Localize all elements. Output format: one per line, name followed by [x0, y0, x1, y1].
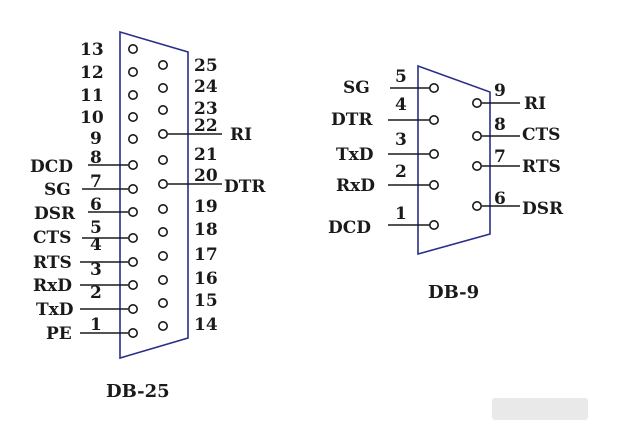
db25-pin-1 — [128, 303, 139, 314]
db25-signal-label: DSR — [34, 204, 76, 224]
db25-pin-number: 3 — [90, 260, 102, 280]
db25-shell — [119, 30, 189, 360]
db25-pin-number: 17 — [194, 245, 218, 265]
db25-pin-2 — [128, 279, 139, 290]
watermark-blur — [492, 398, 588, 420]
db9-pin-number: 9 — [494, 81, 506, 101]
db25-pin-7 — [128, 184, 139, 195]
db25-pin-number: 18 — [194, 220, 218, 240]
db25-pin-number: 23 — [194, 99, 218, 119]
db25-pin-number: 6 — [90, 195, 102, 215]
db25-pin-number: 5 — [90, 218, 102, 238]
db9-pin-number: 2 — [395, 162, 407, 182]
db25-caption: DB-25 — [106, 381, 170, 402]
db9-pin-number: 4 — [395, 95, 407, 115]
db25-top-row: 13 12 11 10 9 8 DCD 7 SG 6 DSR 5 4 CTS — [30, 40, 139, 344]
db9-pin-number: 8 — [494, 115, 506, 135]
db9-caption: DB-9 — [428, 282, 479, 303]
db9-pin-1 — [428, 220, 439, 231]
db9-pin-number: 6 — [494, 189, 506, 209]
db9-signal-label: DCD — [328, 218, 371, 238]
db25-pin-number: 24 — [194, 77, 218, 97]
db25-pin-25 — [158, 59, 169, 70]
db25-signal-label: SG — [44, 180, 71, 200]
db25-signal-label: RxD — [33, 276, 72, 296]
db25-pin-21 — [158, 155, 169, 166]
db9-pin-6 — [471, 201, 482, 212]
db25-pin-number: 15 — [194, 291, 218, 311]
db25-signal-label: TxD — [36, 300, 74, 320]
db25-pin-number: 8 — [90, 148, 102, 168]
db25-pin-number: 14 — [194, 315, 218, 335]
db25-signal-label: CTS — [33, 228, 71, 248]
db25-pin-11 — [128, 90, 139, 101]
db9-signal-label: RTS — [522, 157, 561, 177]
db25-pin-9 — [128, 134, 139, 145]
db9-pin-4 — [428, 115, 439, 126]
db25-signal-label: DCD — [30, 157, 73, 177]
db25-pin-number: 25 — [194, 56, 218, 76]
db25-pin-24 — [158, 83, 169, 94]
db9-signal-label: DSR — [522, 199, 564, 219]
db9-pin-2 — [428, 180, 439, 191]
db25-bottom-row: 25 24 23 22 RI 21 20 DTR 19 18 17 16 15 … — [158, 56, 266, 335]
db9-pin-8 — [471, 131, 482, 142]
db9-pin-5 — [428, 83, 439, 94]
db9-bottom-row: 9 RI 8 CTS 7 RTS 6 DSR — [471, 81, 564, 219]
db25-pin-16 — [158, 274, 169, 285]
db25-pin-number: 7 — [90, 172, 102, 192]
db25-pin-number: 21 — [194, 145, 218, 165]
db25-pin-15 — [158, 297, 169, 308]
db25-pin-number: 4 — [90, 235, 102, 255]
db9-signal-label: RI — [524, 94, 546, 114]
db9-signal-label: RxD — [336, 176, 375, 196]
db9-signal-label: CTS — [522, 125, 560, 145]
db25-pin-8 — [128, 160, 139, 171]
db25-pin-17 — [158, 251, 169, 262]
db25-pin-5 — [128, 233, 139, 244]
db25-pin-19 — [158, 204, 169, 215]
db25-pin-number: 12 — [80, 63, 104, 83]
db25-pin-12 — [128, 67, 139, 78]
db25-pin-14 — [158, 320, 169, 331]
db9-signal-label: SG — [343, 78, 370, 98]
db25-pin-pe — [128, 327, 139, 338]
db25-signal-label: PE — [46, 324, 72, 344]
db25-signal-label: DTR — [224, 177, 266, 197]
db9-pin-9 — [471, 98, 482, 109]
db25-pin-10 — [128, 112, 139, 123]
db25-pin-number: 10 — [80, 108, 104, 128]
db25-pin-23 — [158, 105, 169, 116]
db9-pin-7 — [471, 161, 482, 172]
db25-pin-6 — [128, 207, 139, 218]
db25-pin-13 — [128, 43, 139, 54]
db25-pin-number: 16 — [194, 269, 218, 289]
db9-signal-label: DTR — [331, 110, 373, 130]
db9-pin-number: 5 — [395, 67, 407, 87]
db9-pin-3 — [428, 149, 439, 160]
db9-shell — [417, 64, 491, 256]
db25-pin-22 — [158, 129, 169, 140]
db25-pin-number: 19 — [194, 197, 218, 217]
db25-pin-number: 20 — [194, 166, 218, 186]
db9-pin-number: 7 — [494, 147, 506, 167]
db25-pin-number: 2 — [90, 283, 102, 303]
db9-signal-label: TxD — [336, 145, 374, 165]
db25-pin-number: 13 — [80, 40, 104, 60]
db25-pin-18 — [158, 227, 169, 238]
db25-pin-3 — [128, 256, 139, 267]
db25-pin-number: 11 — [80, 86, 104, 106]
db25-signal-label: RI — [230, 125, 252, 145]
db25-pin-number: 1 — [90, 315, 102, 335]
db9-top-row: 5 SG 4 DTR 3 TxD 2 RxD 1 DCD — [328, 67, 439, 238]
db25-signal-label: RTS — [33, 253, 72, 273]
db9-pin-number: 1 — [395, 204, 407, 224]
db25-pin-20 — [158, 179, 169, 190]
db9-pin-number: 3 — [395, 130, 407, 150]
db25-pin-number: 9 — [90, 129, 102, 149]
db25-pin-number: 22 — [194, 116, 218, 136]
